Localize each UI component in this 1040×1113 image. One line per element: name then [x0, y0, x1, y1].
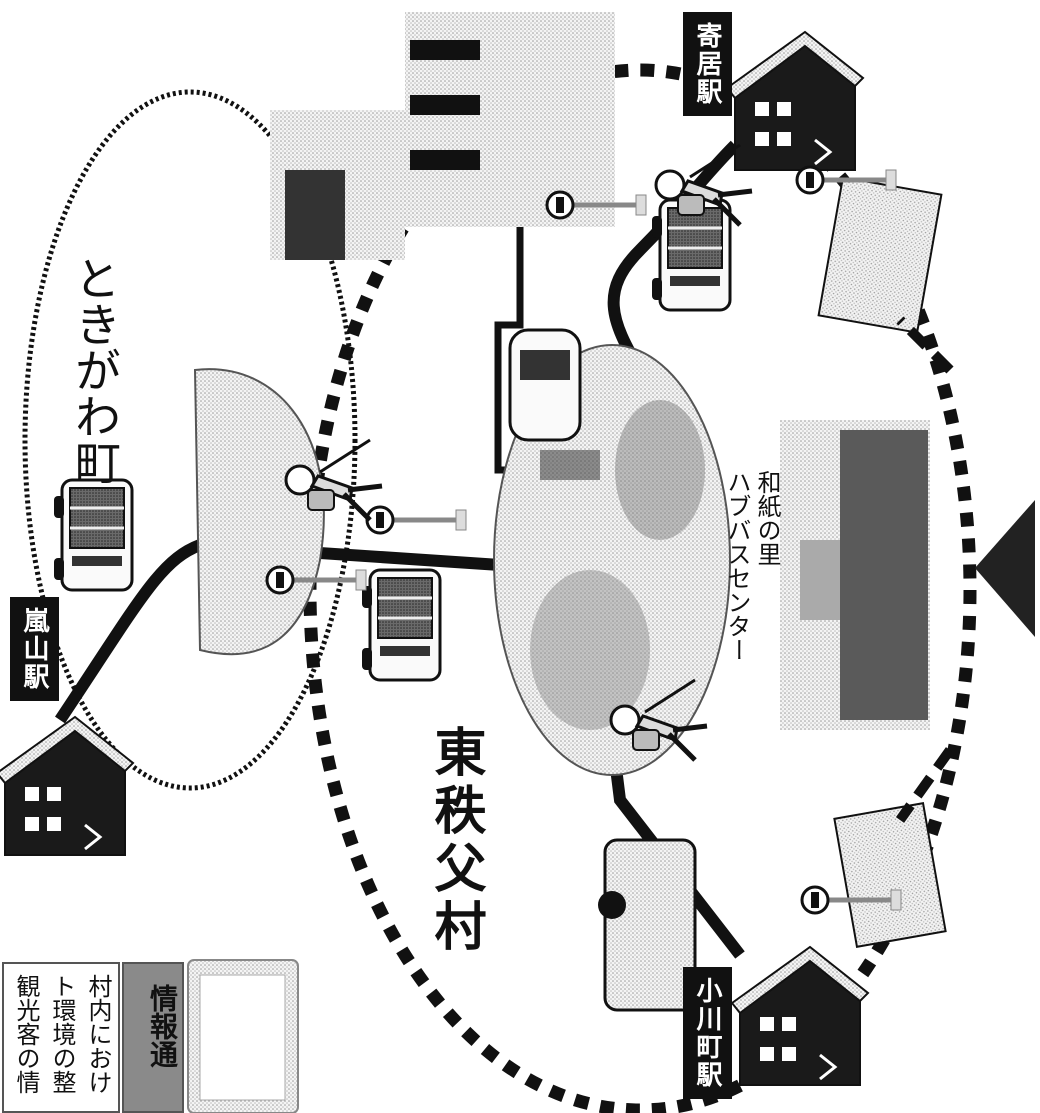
car-icon — [508, 328, 582, 442]
bus-icon — [650, 198, 732, 312]
arrow-icon — [975, 500, 1035, 637]
station-building-icon — [725, 30, 865, 172]
hub-name-line2: ハブバスセンター — [723, 470, 751, 662]
info-panel-title: 情報通 — [122, 962, 184, 1113]
tablet-icon — [187, 959, 299, 1113]
info-line-2: ト環境の整 — [48, 974, 76, 1094]
forest-photo — [270, 110, 405, 260]
photo-landscape — [780, 420, 930, 730]
village-name-label: 東秩父村 — [425, 725, 485, 957]
bus-icon — [598, 838, 697, 1012]
hub-name-label: 和紙の里 ハブバスセンター — [722, 470, 782, 662]
station-building-icon — [0, 715, 135, 857]
hub-name-line1: 和紙の里 — [753, 470, 781, 566]
info-line-1: 村内におけ — [84, 974, 112, 1094]
town-boundary — [22, 89, 358, 791]
station-label-yorii: 寄居駅 — [683, 12, 732, 116]
station-building-icon — [730, 945, 870, 1087]
bus-icon — [360, 568, 442, 682]
station-label-arashiyama: 嵐山駅 — [10, 597, 59, 701]
bus-icon — [52, 478, 134, 592]
train-icon — [833, 802, 947, 948]
town-name-label: ときがわ町 — [68, 255, 122, 485]
bus-stop-icon — [367, 507, 466, 533]
village-boundary — [303, 63, 977, 1113]
info-line-3: 観光客の情 — [12, 974, 40, 1094]
hub-photo — [493, 344, 731, 776]
station-label-ogawamachi: 小川町駅 — [683, 967, 732, 1099]
info-panel: 情報通 村内におけ ト環境の整 観光客の情 — [0, 957, 188, 1113]
info-panel-text: 村内におけ ト環境の整 観光客の情 — [2, 962, 120, 1113]
cattle-icon — [405, 12, 615, 227]
